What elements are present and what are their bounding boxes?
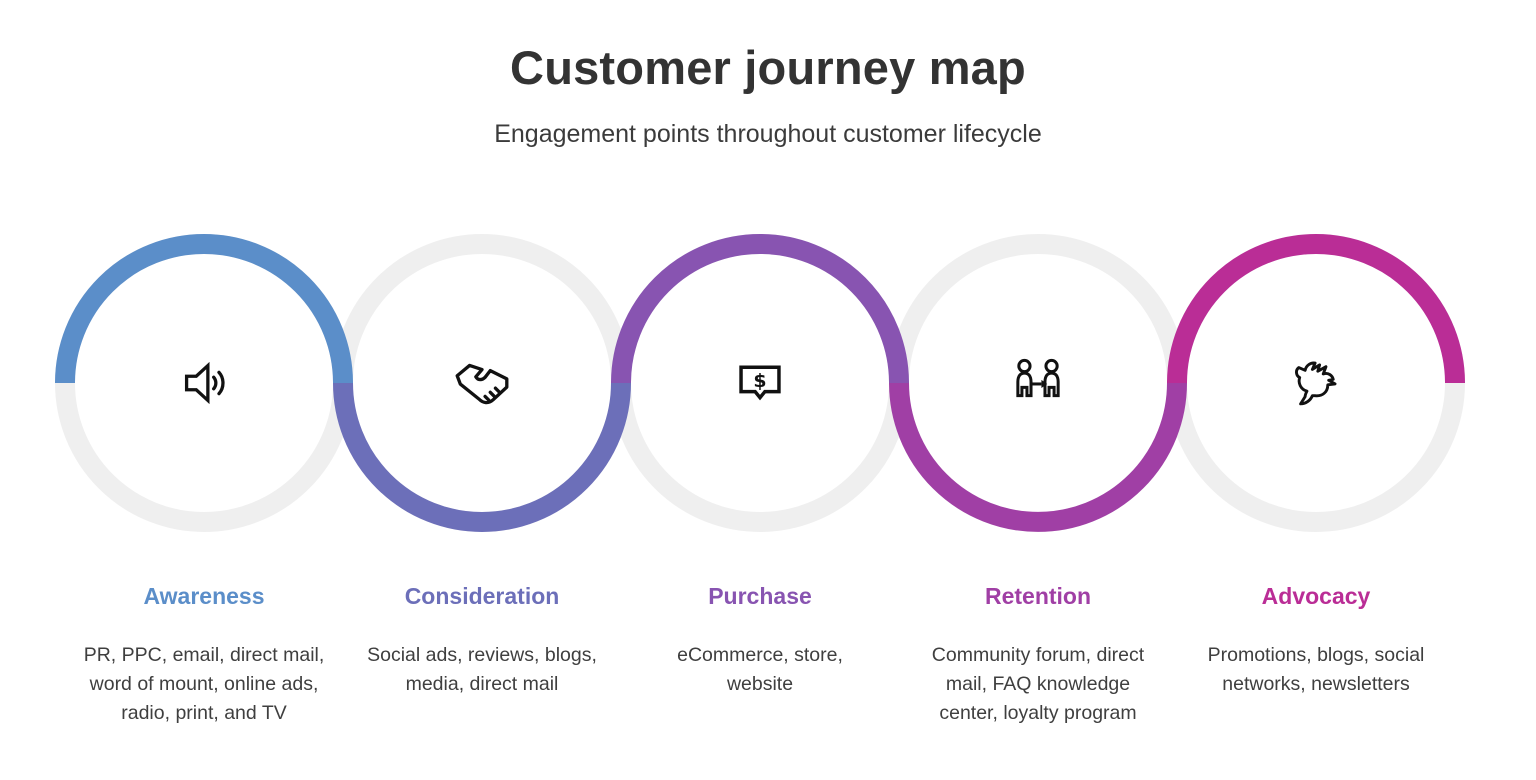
speaker-announcement-icon xyxy=(175,354,233,412)
stage-label-advocacy: Advocacy xyxy=(1261,583,1371,609)
stage-arcs xyxy=(55,234,1465,532)
page-title: Customer journey map xyxy=(510,41,1026,94)
stage-arc-awareness xyxy=(55,234,353,384)
stage-arc-purchase xyxy=(611,234,909,384)
stage-arc-advocacy xyxy=(1167,234,1465,384)
page-subtitle: Engagement points throughout customer li… xyxy=(494,120,1042,148)
journey-wave xyxy=(55,234,1465,532)
stage-label-purchase: Purchase xyxy=(708,583,812,609)
stage-arc-consideration xyxy=(333,382,631,532)
stage-description-advocacy: Promotions, blogs, social networks, news… xyxy=(1207,644,1425,695)
handshake-icon xyxy=(451,358,513,408)
stage-description-consideration: Social ads, reviews, blogs, media, direc… xyxy=(367,644,597,695)
stage-description-purchase: eCommerce, store, website xyxy=(677,644,843,695)
dollar-glyph: $ xyxy=(753,370,766,392)
stage-description-retention: Community forum, direct mail, FAQ knowle… xyxy=(931,644,1145,724)
stage-description-awareness: PR, PPC, email, direct mail, word of mou… xyxy=(83,644,325,724)
dollar-message-icon: $ xyxy=(734,360,786,406)
customer-transfer-icon xyxy=(1007,355,1069,411)
stage-label-consideration: Consideration xyxy=(404,583,560,609)
dove-icon xyxy=(1287,355,1345,411)
stage-label-awareness: Awareness xyxy=(143,583,265,609)
stage-label-retention: Retention xyxy=(984,583,1092,609)
stage-arc-retention xyxy=(889,382,1187,532)
